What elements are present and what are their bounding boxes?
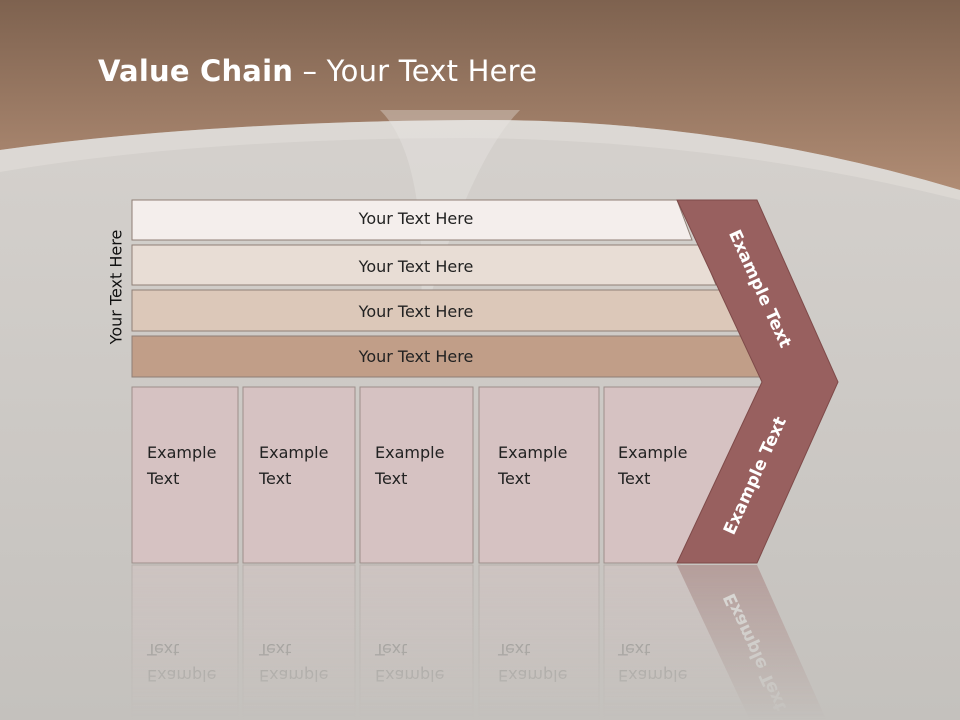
support-band-3-label: Your Text Here	[358, 302, 474, 321]
reflection-box-4-line1: Example	[498, 666, 567, 685]
primary-box-1: Example Text	[131, 386, 239, 564]
reflection-box-1	[131, 564, 239, 720]
reflection-box-3-line2: Text	[374, 640, 407, 659]
primary-box-1-line2: Text	[146, 469, 179, 488]
primary-box-3-line1: Example	[375, 443, 444, 462]
reflection-box-2	[242, 564, 356, 720]
reflection-box-2-line2: Text	[258, 640, 291, 659]
primary-box-4-line2: Text	[497, 469, 530, 488]
support-band-1: Your Text Here	[131, 199, 693, 241]
support-band-1-shape	[131, 199, 693, 241]
header-swoosh	[0, 119, 960, 200]
header-band	[0, 0, 960, 190]
reflection-box-5-line2: Text	[617, 640, 650, 659]
primary-box-5-line2: Text	[617, 469, 650, 488]
primary-box-3-shape	[359, 386, 474, 564]
reflection-chevron	[677, 565, 827, 720]
title-rest: – Your Text Here	[293, 54, 538, 88]
margin-chevron-shape	[676, 199, 839, 564]
primary-box-5-line1: Example	[618, 443, 687, 462]
support-band-2-label: Your Text Here	[358, 257, 474, 276]
primary-box-2: Example Text	[242, 386, 356, 564]
support-band-3: Your Text Here	[131, 289, 740, 332]
support-band-4: Your Text Here	[131, 335, 763, 378]
primary-box-1-line1: Example	[147, 443, 216, 462]
primary-box-5: Example Text	[603, 386, 763, 564]
reflection-box-1-line1: Example	[147, 666, 216, 685]
primary-box-4-line1: Example	[498, 443, 567, 462]
primary-box-2-line1: Example	[259, 443, 328, 462]
reflection-box-4	[478, 564, 600, 720]
value-chain: Your Text Here Your Text Here Your Text …	[131, 199, 839, 564]
reflection-box-3-line1: Example	[375, 666, 444, 685]
primary-box-4-shape	[478, 386, 600, 564]
reflection-box-2-line1: Example	[259, 666, 328, 685]
primary-box-2-line2: Text	[258, 469, 291, 488]
support-band-4-label: Your Text Here	[358, 347, 474, 366]
primary-box-4: Example Text	[478, 386, 600, 564]
reflection-box-5-line1: Example	[618, 666, 687, 685]
diagram-reflection: Example Text Example Text Example Text E…	[131, 564, 827, 720]
support-band-2-shape	[131, 244, 717, 286]
support-band-2: Your Text Here	[131, 244, 717, 286]
title-bold: Value Chain	[98, 54, 294, 88]
reflection-box-1-line2: Text	[146, 640, 179, 659]
primary-box-3: Example Text	[359, 386, 474, 564]
reflection-box-3	[359, 564, 474, 720]
primary-box-1-shape	[131, 386, 239, 564]
support-band-1-label: Your Text Here	[358, 209, 474, 228]
primary-box-2-shape	[242, 386, 356, 564]
primary-box-3-line2: Text	[374, 469, 407, 488]
reflection-box-4-line2: Text	[497, 640, 530, 659]
slide-title: Value Chain – Your Text Here	[98, 54, 537, 88]
